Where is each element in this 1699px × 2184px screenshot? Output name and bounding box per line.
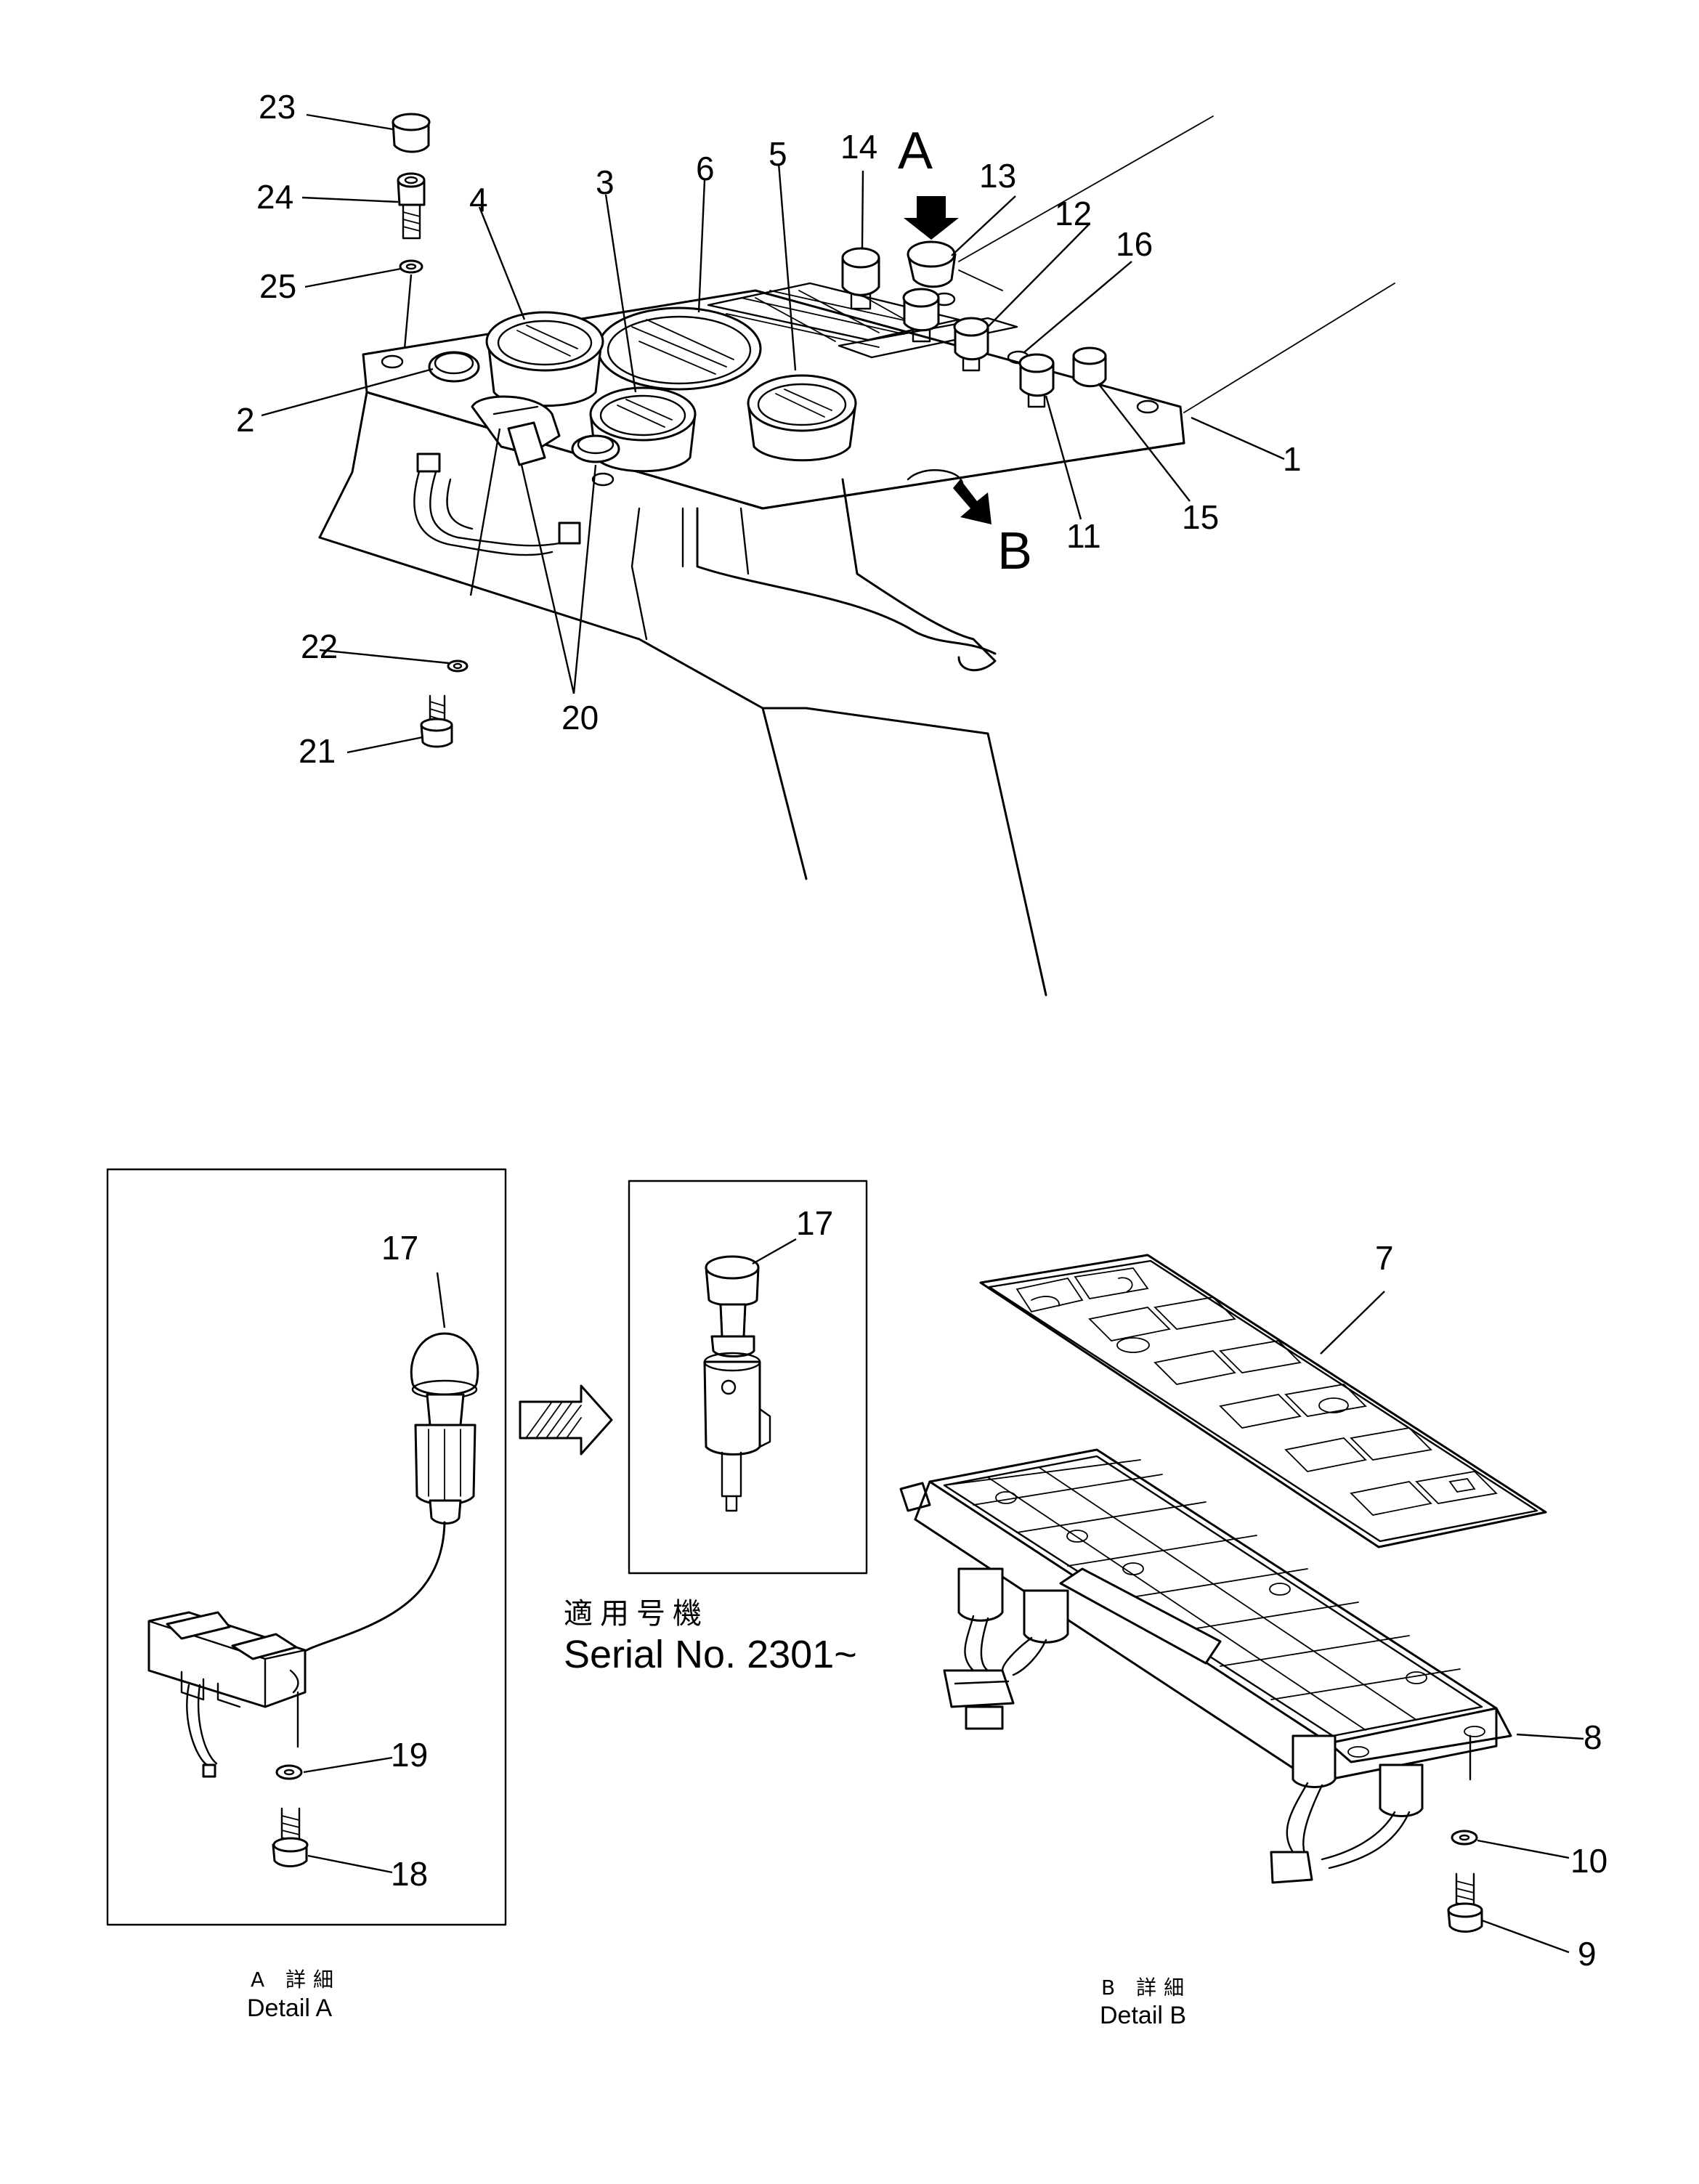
callout-10: 10 — [1570, 1842, 1607, 1880]
detail-captions: A 詳細 Detail A B 詳細 Detail B — [247, 1968, 1191, 2029]
washer-25 — [399, 259, 423, 274]
bolt-24 — [397, 172, 426, 240]
cap-23 — [392, 113, 431, 153]
callout-15: 15 — [1182, 498, 1219, 536]
washer-22 — [447, 659, 469, 673]
callout-3: 3 — [596, 163, 615, 201]
callout-19: 19 — [391, 1736, 428, 1774]
callout-17-serial: 17 — [796, 1204, 833, 1242]
callout-7: 7 — [1375, 1239, 1394, 1277]
callout-6: 6 — [696, 150, 715, 187]
leaders-detail-a — [303, 1272, 446, 1874]
callout-11: 11 — [1066, 517, 1101, 555]
serial-note: 適用号機 Serial No. 2301~ — [564, 1597, 857, 1676]
callout-13: 13 — [979, 157, 1016, 195]
view-a-label: A — [898, 122, 933, 180]
callout-18: 18 — [391, 1855, 428, 1893]
detail-a-frame — [106, 1168, 507, 1926]
callout-2: 2 — [236, 401, 255, 439]
switch-15 — [1072, 346, 1107, 388]
callout-labels: 23 24 25 4 3 6 5 14 A 13 12 16 2 1 11 15… — [236, 88, 1607, 1973]
callout-5: 5 — [769, 135, 787, 173]
switch-13 — [902, 240, 957, 343]
view-b-label: B — [997, 522, 1032, 580]
change-arrow — [519, 1384, 613, 1456]
callout-9: 9 — [1578, 1935, 1597, 1973]
serial-detail-frame — [628, 1180, 868, 1575]
callout-14: 14 — [840, 128, 877, 166]
callout-22: 22 — [301, 628, 338, 665]
callout-8: 8 — [1584, 1718, 1602, 1756]
callout-12: 12 — [1055, 195, 1092, 232]
callout-1: 1 — [1283, 440, 1302, 478]
switch-12 — [953, 317, 989, 372]
bolt-21 — [420, 694, 453, 748]
callout-16: 16 — [1116, 225, 1153, 263]
view-a-arrow — [904, 196, 959, 240]
detail-a-caption-en: Detail A — [247, 1994, 332, 2022]
detail-b-assembly — [899, 1254, 1547, 1933]
callout-17-detail-a: 17 — [381, 1229, 418, 1267]
callout-21: 21 — [299, 732, 336, 770]
callout-23: 23 — [259, 88, 296, 126]
callout-24: 24 — [256, 178, 293, 216]
leaders-top — [261, 113, 1285, 754]
callout-25: 25 — [259, 267, 296, 305]
callout-20: 20 — [561, 699, 599, 736]
serial-note-jp: 適用号機 — [564, 1597, 709, 1631]
serial-note-en: Serial No. 2301~ — [564, 1633, 857, 1676]
switch-11-16 — [1007, 350, 1055, 408]
switch-14 — [841, 247, 880, 310]
detail-a-caption-jp: A 詳細 — [251, 1968, 341, 1992]
leaders-detail-b — [1320, 1291, 1584, 1954]
updated-switch-17 — [703, 1255, 771, 1512]
callout-4: 4 — [469, 181, 488, 219]
leader-17b — [752, 1238, 797, 1265]
detail-b-caption-en: Detail B — [1100, 2002, 1186, 2029]
instrument-panel-assembly — [318, 115, 1395, 996]
detail-a-switch — [147, 1332, 479, 1867]
view-b-arrow — [953, 479, 992, 524]
detail-b-caption-jp: B 詳細 — [1101, 1976, 1191, 2000]
